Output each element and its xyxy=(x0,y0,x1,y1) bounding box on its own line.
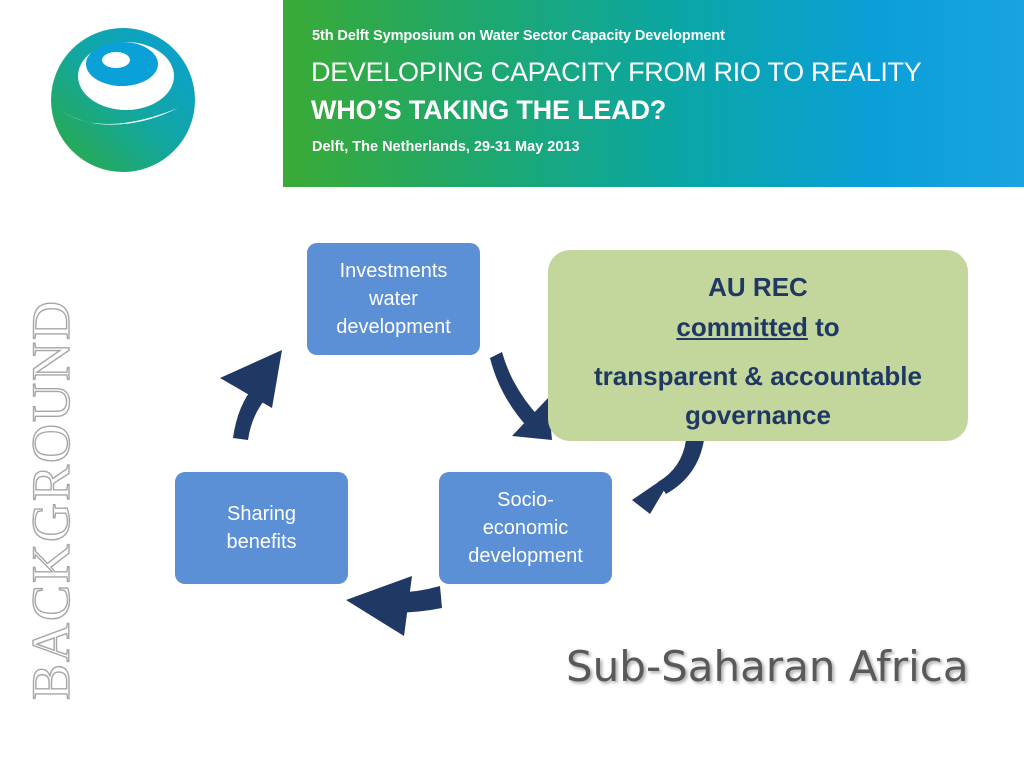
header-banner: 5th Delft Symposium on Water Sector Capa… xyxy=(283,0,1024,187)
callout-arrow xyxy=(632,440,704,514)
callout-line-au-rec: AU REC xyxy=(708,272,808,302)
arrow-left xyxy=(346,576,442,636)
callout-line-transparent: transparent & accountable xyxy=(594,361,922,391)
event-location-date: Delft, The Netherlands, 29-31 May 2013 xyxy=(312,139,580,155)
banner-title: DEVELOPING CAPACITY FROM RIO TO REALITY xyxy=(311,57,922,87)
partial-label: upt xyxy=(520,331,537,345)
arrow-down-right xyxy=(490,352,552,440)
governance-callout: AU REC committed to transparent & accoun… xyxy=(548,250,968,441)
region-title: Sub-Saharan Africa xyxy=(566,642,969,691)
callout-line-committed: committed to xyxy=(548,312,968,343)
investments-box: Investments water development xyxy=(307,243,480,355)
banner-subtitle: WHO’S TAKING THE LEAD? xyxy=(311,95,667,125)
arrow-up-left xyxy=(220,350,282,440)
event-name: 5th Delft Symposium on Water Sector Capa… xyxy=(312,28,725,44)
callout-line-governance: governance xyxy=(685,400,831,430)
symposium-logo xyxy=(51,28,195,172)
socio-economic-box: Socio- economic development xyxy=(439,472,612,584)
committed-text: committed xyxy=(676,312,808,342)
to-text: to xyxy=(807,312,840,342)
sharing-benefits-box: Sharing benefits xyxy=(175,472,348,584)
